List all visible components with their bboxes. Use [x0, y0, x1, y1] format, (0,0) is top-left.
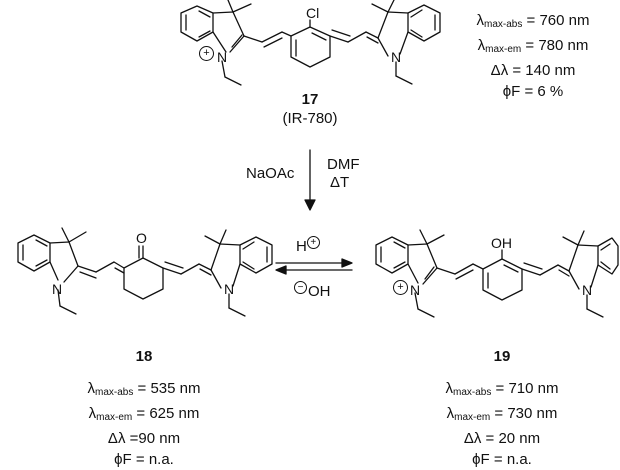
- compound-18-structure: [17, 227, 273, 317]
- quantum-yield-18: ϕF = n.a.: [114, 451, 174, 468]
- stokes-shift-19: Δλ = 20 nm: [463, 430, 541, 447]
- reagent-heat: ΔT: [330, 174, 350, 191]
- compound-19-structure: [375, 229, 619, 318]
- compound-17-name: (IR-780): [282, 110, 338, 127]
- em-max-19: λmax-em = 730 nm: [446, 405, 558, 423]
- equilibrium-arrows: [275, 258, 353, 275]
- compound-18-number: 18: [135, 348, 153, 365]
- reaction-arrow: [304, 149, 316, 211]
- proton-charge: +: [306, 236, 320, 249]
- chlorine-atom-17: Cl: [306, 5, 320, 21]
- abs-max-19: λmax-abs = 710 nm: [445, 380, 559, 398]
- em-max-18: λmax-em = 625 nm: [88, 405, 200, 423]
- compound-19-properties: λmax-abs = 710 nm λmax-em = 730 nm Δλ = …: [427, 378, 577, 470]
- compound-17-properties: λmax-abs = 760 nm λmax-em = 780 nm Δλ = …: [458, 10, 608, 102]
- compound-17-structure: [180, 0, 441, 86]
- compound-17-number: 17: [301, 91, 319, 108]
- proton-label: H+: [296, 236, 321, 256]
- plus-charge-19: +: [393, 280, 408, 295]
- nitrogen-right-18: N: [224, 281, 235, 297]
- hydroxide-charge: −: [294, 281, 307, 294]
- hydroxyl-group-19: OH: [491, 235, 512, 251]
- stokes-shift-18: Δλ =90 nm: [107, 430, 181, 447]
- reagent-naoac: NaOAc: [246, 165, 295, 182]
- nitrogen-left-17: N: [217, 49, 228, 65]
- stokes-shift-17: Δλ = 140 nm: [490, 62, 576, 79]
- compound-18-properties: λmax-abs = 535 nm λmax-em = 625 nm Δλ =9…: [69, 378, 219, 470]
- nitrogen-right-17: N: [391, 49, 402, 65]
- nitrogen-left-19: N: [410, 282, 421, 298]
- em-max-17: λmax-em = 780 nm: [477, 37, 589, 55]
- plus-charge-17: +: [199, 46, 214, 61]
- abs-max-17: λmax-abs = 760 nm: [476, 12, 590, 30]
- compound-19-number: 19: [493, 348, 511, 365]
- nitrogen-left-18: N: [52, 281, 63, 297]
- hydroxide-label: −OH: [294, 281, 331, 301]
- nitrogen-right-19: N: [582, 282, 593, 298]
- quantum-yield-17: ϕF = 6 %: [502, 83, 564, 100]
- quantum-yield-19: ϕF = n.a.: [472, 451, 532, 468]
- oxygen-atom-18: O: [136, 230, 147, 246]
- abs-max-18: λmax-abs = 535 nm: [87, 380, 201, 398]
- reagent-dmf: DMF: [327, 156, 360, 173]
